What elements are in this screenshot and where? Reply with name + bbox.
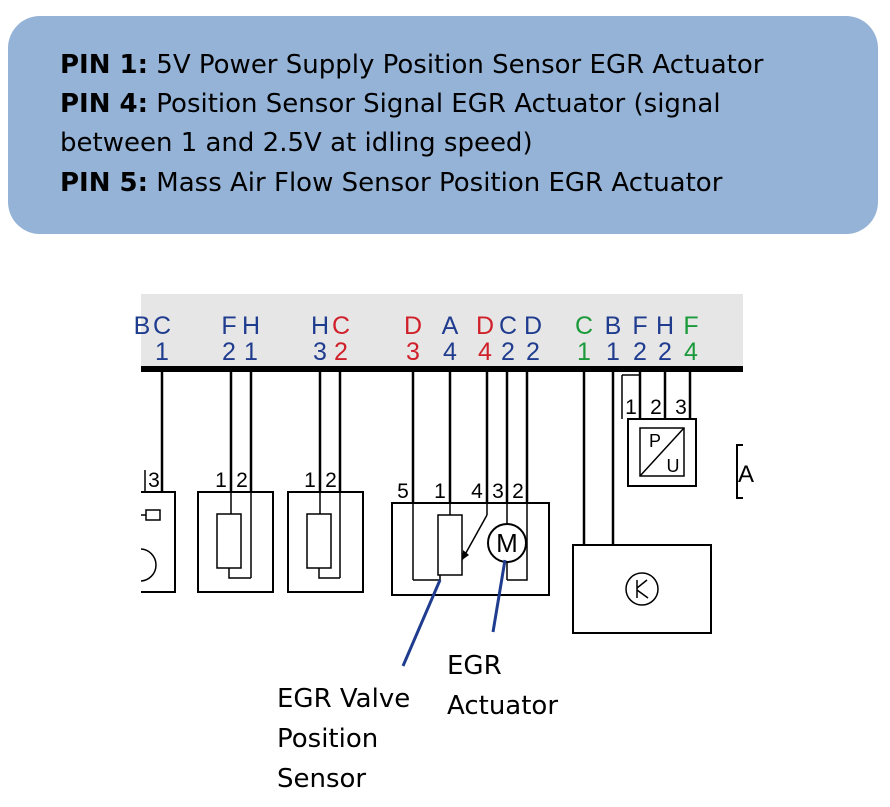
pin-label-egr-5: 5 bbox=[397, 480, 409, 503]
conn-num-2d: 2 bbox=[526, 338, 540, 366]
right-sensor-body bbox=[572, 544, 712, 634]
pin-label-ra-1: 1 bbox=[215, 469, 227, 492]
conn-num-1: 1 bbox=[155, 338, 169, 366]
conn-num-2: 2 bbox=[222, 338, 236, 366]
pu-sensor-inner bbox=[639, 427, 685, 477]
conn-letter-c1: C bbox=[575, 312, 593, 340]
pu-sensor-body bbox=[627, 418, 697, 487]
conn-letter-d2: D bbox=[524, 312, 542, 340]
motor-letter: M bbox=[496, 528, 518, 558]
egr-module-body bbox=[391, 502, 550, 596]
conn-letter-b: B bbox=[134, 312, 151, 340]
egr-valve-position-sensor-caption: EGR Valve Position Sensor bbox=[277, 684, 411, 794]
pu-letter-u: U bbox=[667, 456, 680, 476]
pin-label-pu-3: 3 bbox=[675, 396, 687, 419]
resistor-b-element bbox=[306, 513, 332, 569]
conn-letter-h: H bbox=[242, 312, 260, 340]
left-component-gauge-icon bbox=[141, 548, 157, 582]
conn-num-1b: 1 bbox=[244, 338, 258, 366]
conn-letter-d3: D bbox=[404, 312, 422, 340]
pin-label-pu-2: 2 bbox=[650, 396, 662, 419]
conn-num-2b: 2 bbox=[334, 338, 348, 366]
conn-num-4b: 4 bbox=[478, 338, 492, 366]
conn-num-1c: 1 bbox=[577, 338, 591, 366]
conn-letter-f: F bbox=[221, 312, 236, 340]
actuator-pointer-line bbox=[491, 559, 507, 633]
conn-num-3b: 3 bbox=[406, 338, 420, 366]
pin-label-egr-1: 1 bbox=[434, 480, 446, 503]
conn-letter-f4: F bbox=[683, 312, 698, 340]
pin-note-5: PIN 5: Mass Air Flow Sensor Position EGR… bbox=[60, 168, 723, 198]
conn-num-2f: 2 bbox=[658, 338, 672, 366]
right-sensor-transistor-icon bbox=[625, 572, 659, 606]
resistor-a-body bbox=[197, 491, 274, 593]
pin-note-1: PIN 1: 5V Power Supply Position Sensor E… bbox=[60, 50, 764, 80]
pin-label-pu-1: 1 bbox=[625, 396, 637, 419]
pin-label-egr-3: 3 bbox=[492, 480, 504, 503]
conn-letter-c2-act: C bbox=[499, 312, 517, 340]
egr-position-potentiometer bbox=[437, 514, 463, 576]
conn-letter-h2b: H bbox=[656, 312, 674, 340]
pin-label-rb-1: 1 bbox=[304, 469, 316, 492]
conn-num-4c: 4 bbox=[684, 338, 698, 366]
conn-num-3: 3 bbox=[313, 338, 327, 366]
conn-letter-b1: B bbox=[605, 312, 622, 340]
potentiometer-wiper bbox=[461, 514, 488, 561]
conn-num-4: 4 bbox=[443, 338, 457, 366]
pin-note-4: PIN 4: Position Sensor Signal EGR Actuat… bbox=[60, 89, 721, 119]
edge-letter: A bbox=[738, 461, 754, 488]
pu-letter-p: P bbox=[649, 431, 661, 451]
conn-letter-f2: F bbox=[632, 312, 647, 340]
sensor-pointer-line bbox=[401, 579, 442, 667]
pin-label-ra-2: 2 bbox=[236, 469, 248, 492]
resistor-b-body bbox=[287, 491, 364, 593]
pin-label-left-3: 3 bbox=[148, 469, 160, 492]
left-component-body bbox=[141, 491, 176, 593]
left-component-resistor-icon bbox=[145, 509, 161, 521]
egr-actuator-caption: EGR Actuator bbox=[447, 651, 559, 721]
pin-info-box: PIN 1: 5V Power Supply Position Sensor E… bbox=[8, 16, 878, 234]
pin-note-4-continued: between 1 and 2.5V at idling speed) bbox=[60, 128, 533, 158]
conn-num-2c: 2 bbox=[501, 338, 515, 366]
conn-letter-h2: H bbox=[311, 312, 329, 340]
conn-num-2e: 2 bbox=[633, 338, 647, 366]
pin-label-egr-4: 4 bbox=[471, 480, 483, 503]
pin-label-egr-2: 2 bbox=[512, 480, 524, 503]
conn-letter-d4: D bbox=[476, 312, 494, 340]
conn-letter-c2: C bbox=[332, 312, 350, 340]
resistor-a-element bbox=[216, 513, 242, 569]
far-right-component bbox=[736, 444, 743, 499]
connector-strip bbox=[141, 294, 743, 370]
conn-letter-a4: A bbox=[442, 312, 459, 340]
conn-letter-c: C bbox=[153, 312, 171, 340]
pin-label-rb-2: 2 bbox=[325, 469, 337, 492]
conn-num-1d: 1 bbox=[606, 338, 620, 366]
